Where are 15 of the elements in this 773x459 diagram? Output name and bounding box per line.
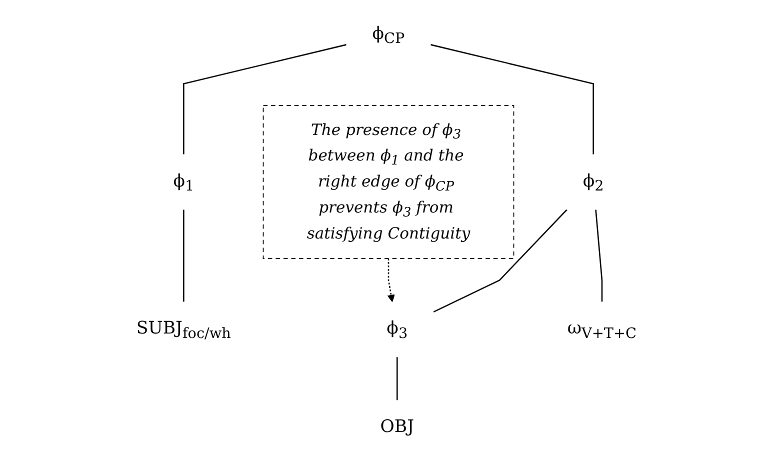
node-box: The presence of ϕ$_{3}$ between ϕ$_{1}$ and the right edge of ϕ$_{CP}$ prevents ϕ$_{3}$ from satisfying Contiguity (262, 104, 514, 260)
connector (595, 210, 603, 302)
node-text: ϕ$_{1}$ (173, 170, 194, 194)
node-text: OBJ (380, 416, 414, 437)
connector (183, 44, 346, 154)
node-text: SUBJ$_{foc/wh}$ (136, 317, 231, 342)
arrow (387, 258, 395, 302)
connector (183, 210, 184, 302)
node-text: ϕ$_{3}$ (386, 317, 408, 342)
node-text: ϕ$_{CP}$ (372, 22, 405, 47)
connector (396, 357, 398, 400)
node-text: ω$_{V+T+C}$ (567, 317, 637, 342)
connector (433, 209, 568, 313)
node-text: ϕ$_{2}$ (582, 170, 604, 194)
connector (430, 44, 594, 154)
